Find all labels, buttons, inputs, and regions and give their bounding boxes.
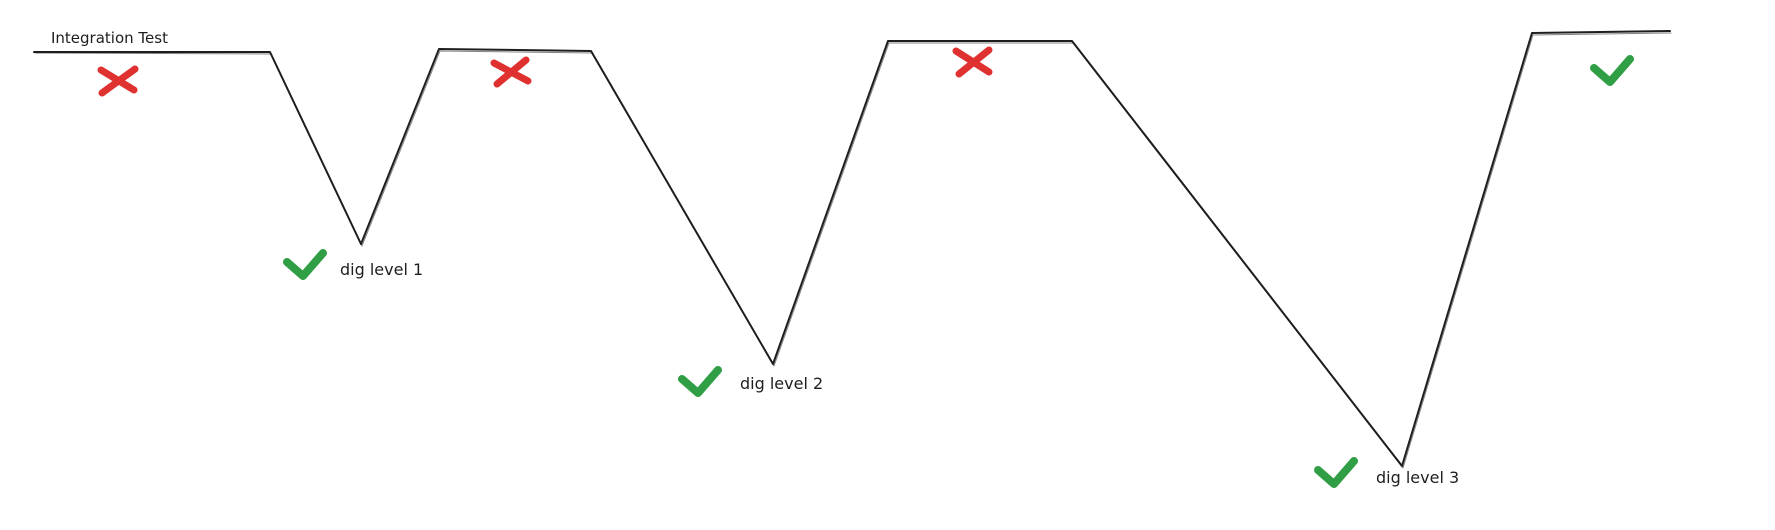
- red-x-icon: [952, 46, 993, 78]
- dig-level-label: dig level 3: [1376, 468, 1459, 487]
- red-x-icon: [490, 56, 532, 88]
- red-x-icon: [97, 65, 139, 97]
- pass-mark-2: dig level 2: [678, 366, 823, 397]
- pass-mark-4: [1590, 55, 1634, 86]
- outline-path: [33, 30, 1671, 467]
- green-check-icon: [283, 249, 327, 280]
- green-check-icon: [678, 366, 722, 397]
- green-check-icon: [1314, 457, 1358, 488]
- fail-mark-2: [490, 56, 532, 88]
- fail-mark-1: [97, 65, 139, 97]
- green-check-icon: [1590, 55, 1634, 86]
- pass-mark-3: dig level 3: [1314, 457, 1459, 488]
- fail-mark-3: [952, 46, 993, 78]
- dig-level-label: dig level 1: [340, 260, 423, 279]
- diagram-title: Integration Test: [51, 29, 168, 47]
- outline-path-shadow: [34, 32, 1672, 469]
- pass-mark-1: dig level 1: [283, 249, 423, 280]
- dig-level-label: dig level 2: [740, 374, 823, 393]
- test-depth-outline: [33, 30, 1672, 469]
